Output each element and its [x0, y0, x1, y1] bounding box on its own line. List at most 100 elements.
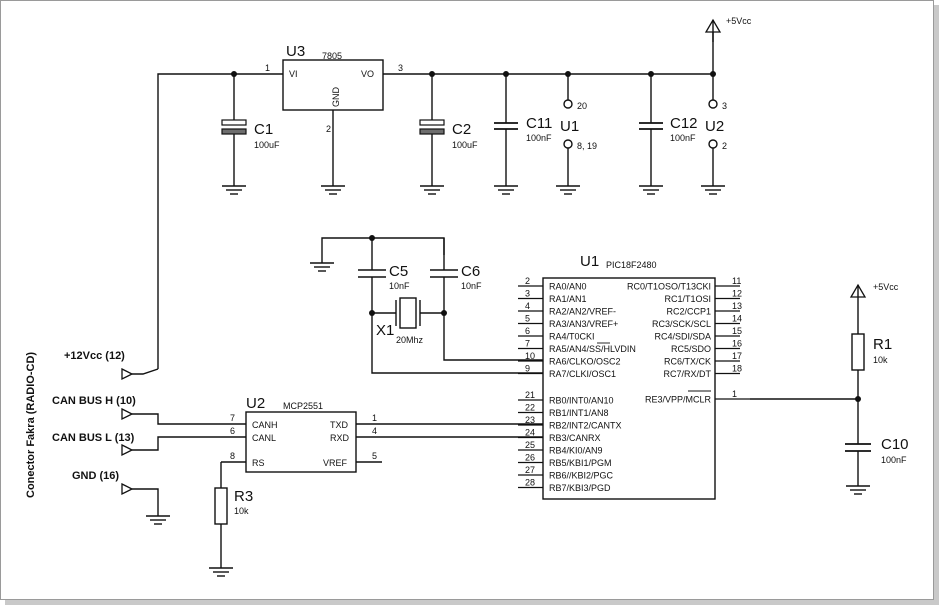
u2-pin-rxd-label: RXD	[330, 433, 350, 443]
mcu-pin-number: 27	[525, 465, 535, 475]
mcu-pin-number: 26	[525, 453, 535, 463]
mcu-pin-number: 6	[525, 326, 530, 336]
mcu-ref: U1	[580, 253, 599, 270]
mcu-pin-label: RB6//KBI2/PGC	[549, 471, 614, 481]
r1-ref: R1	[873, 336, 892, 353]
transceiver-ref: U2	[246, 395, 265, 412]
mcu-pin-number: 24	[525, 428, 535, 438]
c1-value: 100uF	[254, 140, 280, 150]
c2-value: 100uF	[452, 140, 478, 150]
u2-pin-txd-num: 1	[372, 413, 377, 423]
mcu-pin-number: 28	[525, 478, 535, 488]
transceiver-part: MCP2551	[283, 401, 323, 411]
mcu-pin-number: 1	[732, 389, 737, 399]
ground-symbol	[555, 177, 581, 195]
c10-ref: C10	[881, 436, 909, 453]
mcu-pin-label: RB3/CANRX	[549, 433, 601, 443]
mcu-pin-label: RA5/AN4/SS/HLVDIN	[549, 344, 636, 354]
vcc-symbol-top	[705, 19, 721, 43]
mcu-pin-label: RA4/T0CKI	[549, 332, 595, 342]
ground-symbol	[309, 254, 335, 272]
connector-title: Conector Fakra (RADIO-CD)	[25, 352, 37, 498]
capacitor-c11	[493, 103, 519, 149]
c11-ref: C11	[526, 115, 552, 132]
mcu-pin-label: RA7/CLKI/OSC1	[549, 369, 616, 379]
capacitor-c2	[419, 103, 445, 151]
vcc-symbol-r1	[850, 284, 866, 308]
regulator-body	[282, 59, 384, 111]
c2-ref: C2	[452, 121, 471, 138]
mcu-pin-number: 5	[525, 314, 530, 324]
u2-pin-canh-num: 7	[230, 413, 235, 423]
x1-ref: X1	[376, 322, 394, 339]
regulator-vi-label: VI	[289, 69, 298, 79]
terminal-gnd-arrow	[121, 483, 133, 495]
mcu-pin-label: RB2/INT2/CANTX	[549, 421, 622, 431]
terminal-canl-arrow	[121, 444, 133, 456]
mcu-pin-number: 4	[525, 301, 530, 311]
u2-vdd-pin	[708, 99, 718, 109]
u1-pin-top: 20	[577, 101, 587, 111]
capacitor-c12	[638, 103, 664, 149]
terminal-canl-label: CAN BUS L (13)	[52, 432, 135, 444]
u2-pin-canh-label: CANH	[252, 420, 278, 430]
r3-ref: R3	[234, 488, 253, 505]
mclr-network: +5Vcc R1 10k C10 100nF	[750, 282, 909, 495]
terminal-12v-arrow	[121, 368, 133, 380]
regulator-gnd-label: GND	[331, 87, 341, 108]
c11-value: 100nF	[526, 133, 552, 143]
oscillator-section: C5 10nF C6 10nF X1 20Mhz	[309, 235, 543, 374]
u2-pin-top: 3	[722, 101, 727, 111]
regulator-pin3: 3	[398, 63, 403, 73]
mcu-pin-label: RC5/SDO	[671, 344, 711, 354]
c12-value: 100nF	[670, 133, 696, 143]
c12-ref: C12	[670, 115, 698, 132]
u1-power-ref: U1	[560, 118, 579, 135]
c6-ref: C6	[461, 263, 480, 280]
mcu-pin-label: RA6/CLKO/OSC2	[549, 357, 621, 367]
c5-ref: C5	[389, 263, 408, 280]
mcu-pin-label: RA2/AN2/VREF-	[549, 307, 616, 317]
u1-pin-bottom: 8, 19	[577, 141, 597, 151]
mcu-pin-label: RA0/AN0	[549, 282, 587, 292]
mcu-pin-label: RB1/INT1/AN8	[549, 408, 609, 418]
regulator-ref: U3	[286, 43, 305, 60]
mcu-pin-label: RB0/INT0/AN10	[549, 396, 614, 406]
u2-pin-rs-num: 8	[230, 451, 235, 461]
mcu-pin-number: 16	[732, 339, 742, 349]
mcu-pin-number: 9	[525, 364, 530, 374]
mcu-pin-number: 10	[525, 351, 535, 361]
mcu-pin-number: 2	[525, 276, 530, 286]
vcc-label-top: +5Vcc	[726, 16, 752, 26]
u2-vss-pin	[708, 139, 718, 149]
mcu-pin-label: RC0/T1OSO/T13CKI	[627, 282, 711, 292]
can-transceiver-u2: U2 MCP2551 7 CANH 6 CANL 8 RS 1 TXD 4 RX…	[208, 395, 543, 577]
u2-pin-rxd-num: 4	[372, 426, 377, 436]
c10-value: 100nF	[881, 455, 907, 465]
mcu-pin-label: RB7/KBI3/PGD	[549, 483, 611, 493]
u1-vdd-pin	[563, 99, 573, 109]
mcu-pin-label: RC4/SDI/SDA	[654, 332, 711, 342]
mcu-part: PIC18F2480	[606, 260, 657, 270]
mcu-pin-label: RE3/VPP/MCLR	[645, 395, 712, 405]
u2-pin-vref-label: VREF	[323, 458, 348, 468]
ground-symbol	[845, 477, 871, 495]
regulator-part: 7805	[322, 51, 342, 61]
mcu-pin-label: RA3/AN3/VREF+	[549, 319, 618, 329]
fakra-connector: Conector Fakra (RADIO-CD) +12Vcc (12) CA…	[25, 350, 221, 525]
regulator-pin1: 1	[265, 63, 270, 73]
mcu-right-pins: 11RC0/T1OSO/T13CKI12RC1/T1OSI13RC2/CCP11…	[627, 276, 750, 405]
ground-symbol	[493, 177, 519, 195]
c6-value: 10nF	[461, 281, 482, 291]
mcu-pin-number: 23	[525, 415, 535, 425]
resistor-r3	[214, 487, 228, 525]
resistor-r1	[851, 333, 865, 371]
mcu-pin-number: 3	[525, 289, 530, 299]
ground-symbol	[145, 507, 171, 525]
mcu-pin-number: 11	[732, 276, 741, 286]
u2-pin-vref-num: 5	[372, 451, 377, 461]
transceiver-body	[245, 411, 357, 473]
mcu-pin-number: 12	[732, 289, 742, 299]
terminal-canh-arrow	[121, 408, 133, 420]
u2-pin-canl-label: CANL	[252, 433, 276, 443]
